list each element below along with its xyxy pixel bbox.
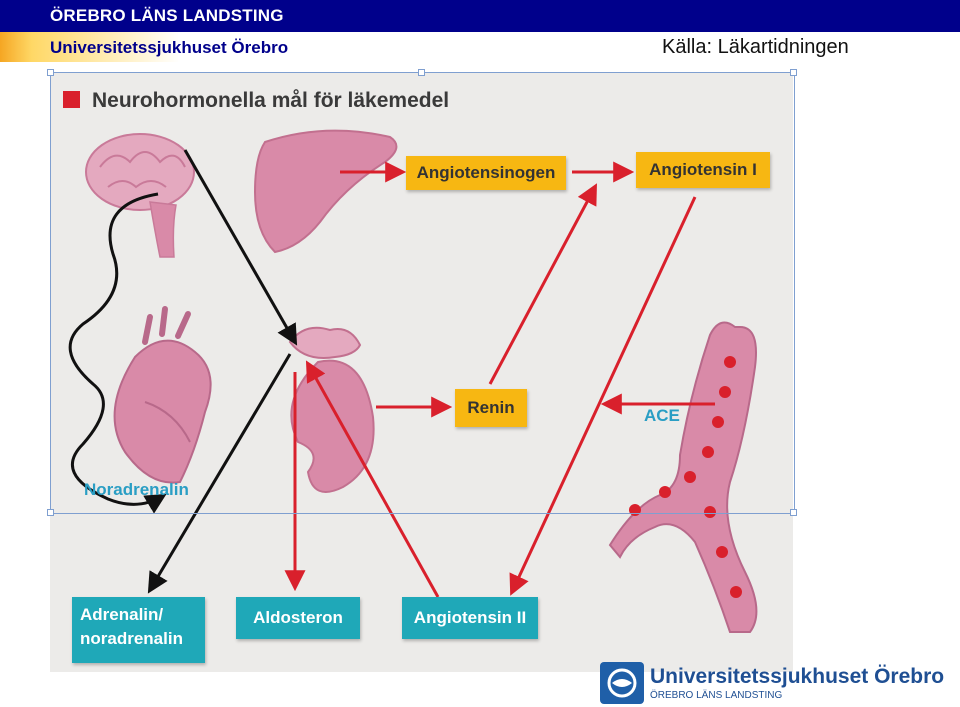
brain-icon	[85, 133, 195, 258]
angiotensin1-box: Angiotensin I	[636, 152, 770, 188]
aldosteron-box: Aldosteron	[236, 597, 360, 639]
footer-hospital-name: Universitetssjukhuset Örebro	[650, 665, 945, 688]
blood-vessel-icon	[608, 321, 758, 633]
resize-handle-tl[interactable]	[47, 69, 54, 76]
diagram-title: Neurohormonella mål för läkemedel	[92, 89, 450, 112]
diagram-illustration	[68, 129, 758, 633]
resize-handle-ml[interactable]	[47, 509, 54, 516]
source-label: Källa: Läkartidningen	[662, 36, 849, 58]
hospital-logo	[600, 662, 644, 704]
resize-handle-mr[interactable]	[790, 509, 797, 516]
resize-handle-tr[interactable]	[790, 69, 797, 76]
header-bar	[0, 0, 960, 32]
adrenalin-box: Adrenalin/ noradrenalin	[72, 597, 205, 663]
kidney-icon	[288, 326, 375, 493]
org-title: ÖREBRO LÄNS LANDSTING	[50, 6, 284, 25]
subheader-bar	[0, 32, 400, 62]
diagram-image[interactable]: Neurohormonella mål för läkemedel	[50, 72, 793, 672]
angiotensin2-box: Angiotensin II	[402, 597, 538, 639]
hospital-title: Universitetssjukhuset Örebro	[50, 38, 289, 57]
liver-icon	[253, 129, 398, 254]
resize-handle-tm[interactable]	[418, 69, 425, 76]
logo-mark-icon	[607, 668, 637, 698]
title-marker	[63, 91, 80, 108]
ace-label: ACE	[644, 406, 680, 425]
noradrenalin-label: Noradrenalin	[84, 480, 189, 499]
angiotensinogen-box: Angiotensinogen	[406, 156, 566, 190]
heart-icon	[113, 306, 212, 484]
nerve-path	[68, 192, 167, 514]
renin-box: Renin	[455, 389, 527, 427]
adrenalin-line1: Adrenalin/	[80, 605, 164, 624]
adrenalin-line2: noradrenalin	[80, 629, 183, 648]
footer-org-name: ÖREBRO LÄNS LANDSTING	[650, 690, 783, 701]
